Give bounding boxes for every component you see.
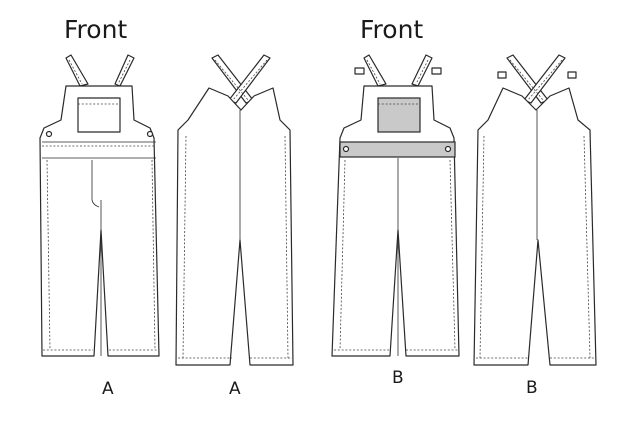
waistband-contrast <box>339 141 456 158</box>
overalls-body <box>473 87 597 366</box>
overalls-a-front <box>39 54 160 357</box>
strap-right <box>411 54 433 87</box>
bib-pocket <box>77 97 121 133</box>
overalls-a-back <box>175 54 294 366</box>
front-heading-right: Front <box>360 15 424 44</box>
strap-left <box>65 54 89 87</box>
overalls-b-front <box>331 54 460 357</box>
overalls-body <box>175 87 294 366</box>
overalls-body <box>39 85 160 357</box>
strap-left <box>363 54 387 87</box>
view-label-b-front: B <box>392 368 404 388</box>
strap-cross-right <box>523 54 566 104</box>
front-heading-left: Front <box>64 15 128 44</box>
view-label-b-back: B <box>526 378 538 398</box>
view-label-a-back: A <box>229 379 241 399</box>
view-label-a-front: A <box>102 379 114 399</box>
overalls-b-back <box>473 54 597 366</box>
bib-pocket-contrast <box>377 97 421 133</box>
strap-cross-right <box>228 54 271 104</box>
